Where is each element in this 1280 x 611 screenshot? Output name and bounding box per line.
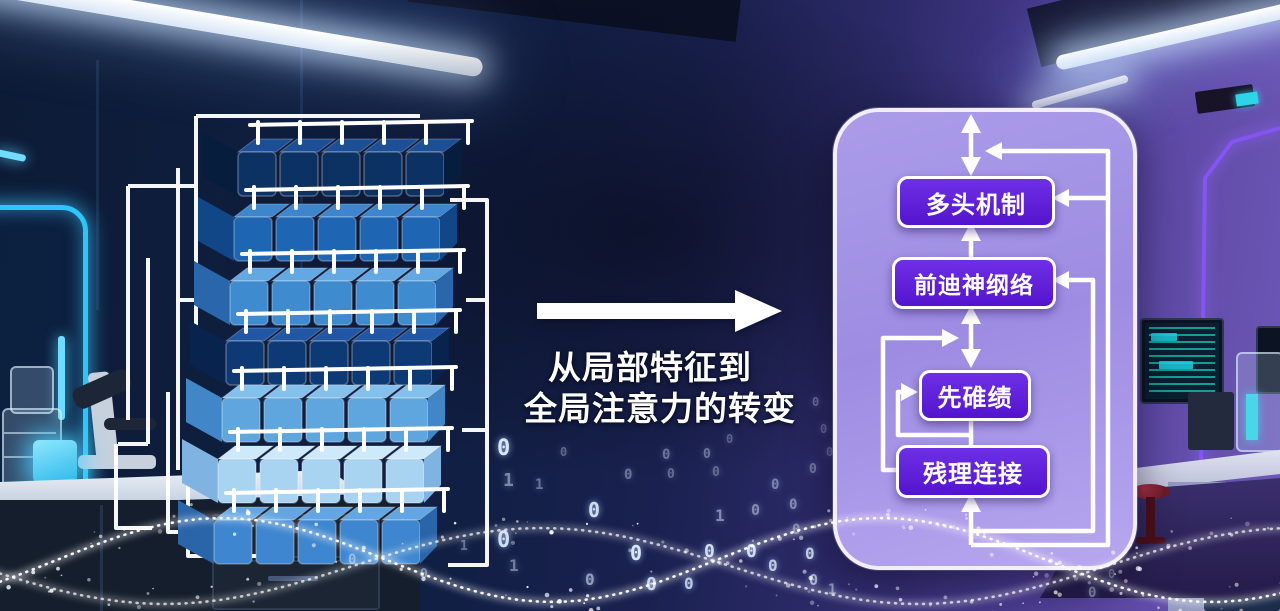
layer-right-cap: [444, 139, 461, 196]
binary-digit: 0: [789, 497, 798, 513]
binary-digit: 0: [712, 465, 720, 480]
caption-line-1: 从局部特征到: [548, 349, 752, 386]
layer-right-cap: [440, 204, 457, 261]
binary-digit: 0: [684, 574, 694, 593]
transform-arrow: [537, 290, 782, 332]
stack-cube: [279, 151, 319, 197]
stack-cube: [355, 280, 395, 326]
binary-digit: 1: [535, 477, 544, 493]
binary-digit: 0: [704, 541, 715, 562]
stack-cube: [317, 216, 357, 262]
binary-digit: 0: [792, 522, 801, 538]
comb-line: [240, 248, 466, 256]
binary-digit: 1: [503, 470, 514, 491]
binary-digit: 1: [460, 539, 468, 554]
binary-digit: 0: [809, 571, 819, 589]
binary-digit: 0: [646, 574, 657, 595]
binary-digit: 0: [497, 436, 511, 461]
comb-line: [228, 426, 454, 434]
binary-digit: 0: [703, 447, 711, 462]
binary-digit: 0: [746, 541, 757, 562]
box-label: 先碓绩: [937, 385, 1013, 412]
stack-cube: [275, 216, 315, 262]
binary-digit: 0: [809, 462, 817, 477]
binary-digit: 0: [771, 477, 780, 493]
box-label: 残理连接: [923, 461, 1023, 488]
flowchart-box-norm: 先碓绩: [919, 370, 1031, 421]
stack-layer: [202, 119, 474, 197]
binary-digit: 0: [812, 395, 820, 409]
flowchart-box-multi-head: 多头机制: [897, 176, 1055, 228]
binary-digit: 0: [667, 467, 675, 482]
binary-digit: 0: [751, 501, 761, 519]
arrowheads: [901, 114, 1069, 512]
comb-line: [244, 184, 470, 192]
stack-cube: [321, 151, 361, 197]
stack-layer: [190, 308, 462, 386]
binary-digit: 0: [560, 445, 568, 459]
flowchart-box-residual: 残理连接: [896, 445, 1050, 498]
binary-digit: 0: [588, 498, 601, 522]
comb-line: [248, 119, 474, 127]
stack-cube: [363, 151, 403, 197]
flowchart-box-feed-forward: 前迪神纲络: [892, 257, 1056, 309]
binary-digit: 0: [497, 528, 511, 553]
layer-end-cap: [186, 378, 222, 442]
layer-end-cap: [198, 197, 234, 261]
binary-digit: 1: [715, 506, 725, 525]
binary-digit: 0: [662, 447, 671, 463]
layer-right-cap: [432, 328, 449, 385]
binary-digit: 1: [509, 556, 519, 575]
comb-line: [232, 365, 458, 373]
binary-digit: 0: [585, 570, 595, 589]
binary-digit: 0: [726, 432, 734, 446]
layer-end-cap: [182, 439, 218, 503]
binary-digit: 0: [747, 409, 755, 423]
binary-digit: 1: [828, 582, 837, 598]
binary-digit: 0: [1088, 585, 1097, 601]
binary-digit: 0: [420, 567, 428, 582]
binary-digit: 0: [820, 422, 828, 436]
box-label: 前迪神纲络: [914, 272, 1034, 298]
binary-digit: 0: [348, 552, 357, 568]
layer-end-cap: [194, 261, 230, 325]
stack-cube: [233, 216, 273, 262]
binary-digit: 0: [630, 541, 643, 565]
stack-layers: [178, 119, 474, 565]
layer-end-cap: [190, 321, 226, 385]
binary-digit: 0: [624, 467, 633, 483]
binary-digit: 0: [826, 445, 834, 459]
binary-digit: 0: [768, 556, 778, 575]
comb-line: [224, 487, 450, 495]
layer-end-cap: [202, 132, 238, 196]
caption-line-2: 全局注意力的转变: [524, 390, 796, 427]
stack-cube: [237, 151, 277, 197]
binary-digit: 0: [805, 544, 815, 563]
comb-line: [236, 308, 462, 316]
box-label: 多头机制: [926, 191, 1026, 219]
